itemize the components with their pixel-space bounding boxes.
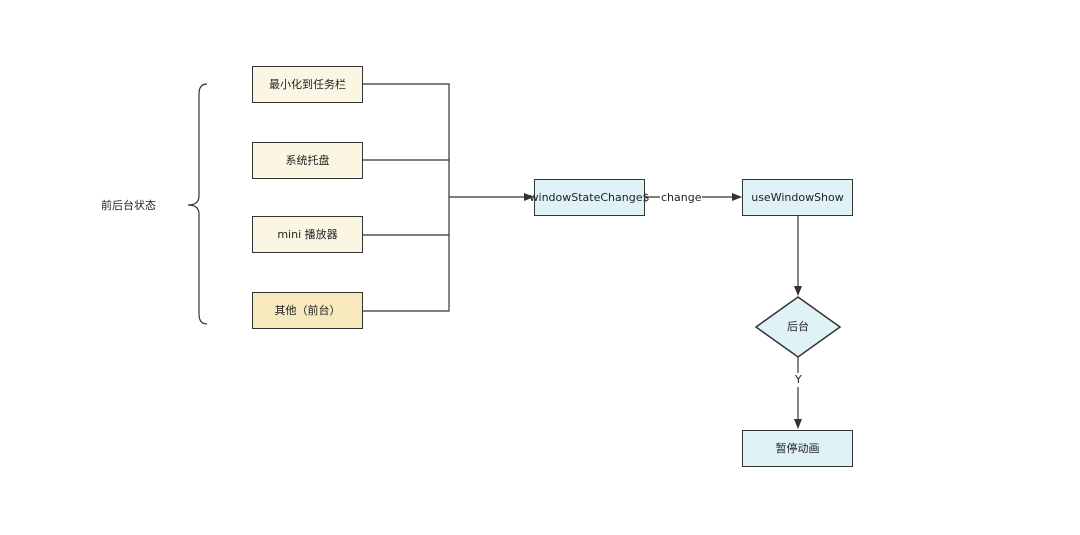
- state-system-tray: 系统托盘: [252, 142, 363, 179]
- group-label: 前后台状态: [100, 199, 157, 213]
- decision-label: 后台: [787, 320, 809, 333]
- state-foreground: 其他（前台）: [252, 292, 363, 329]
- observable-node: windowStateChange$: [530, 179, 649, 216]
- brace: [187, 83, 208, 325]
- connector-minimize: [363, 83, 450, 197]
- edge-change-label: change: [660, 191, 703, 205]
- edge-yes-label: Y: [794, 373, 803, 387]
- state-minimize-to-taskbar: 最小化到任务栏: [252, 66, 363, 103]
- action-node: 暂停动画: [742, 430, 853, 467]
- hook-node: useWindowShow: [742, 179, 853, 216]
- connector-foreground: [363, 197, 450, 312]
- state-mini-player: mini 播放器: [252, 216, 363, 253]
